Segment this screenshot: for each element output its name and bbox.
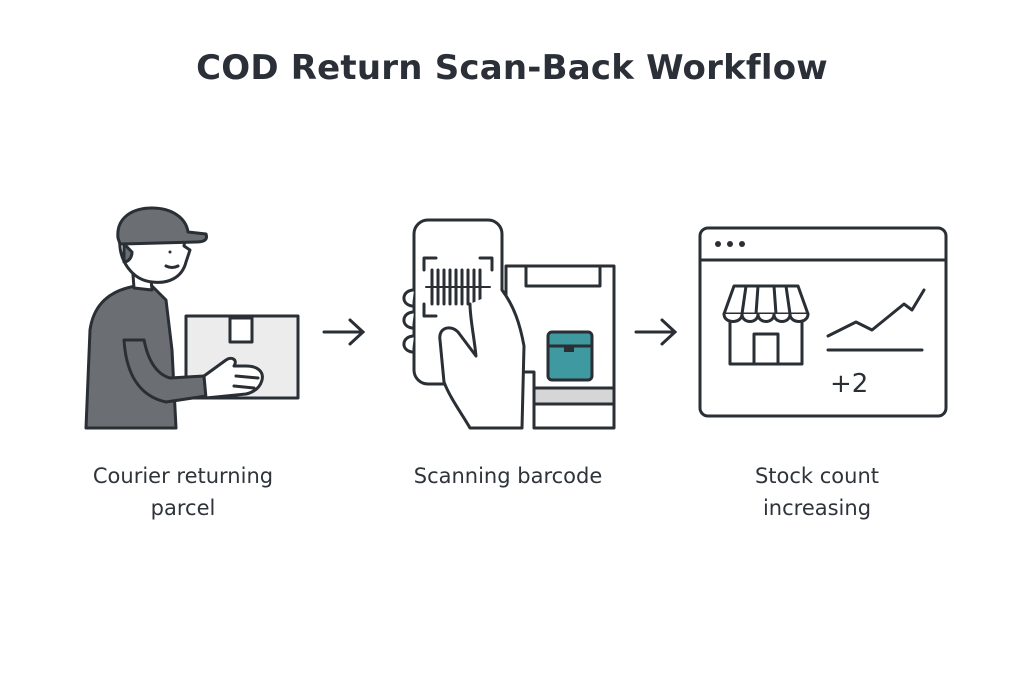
step-1-caption-line-1: Courier returning: [92, 464, 274, 488]
barcode-scanner-icon: [402, 218, 616, 430]
arrow-right-icon: [634, 318, 678, 346]
browser-window-icon: [698, 226, 948, 418]
step-3-caption: Stock count increasing: [712, 460, 922, 524]
step-1-caption: Courier returning parcel: [68, 460, 298, 524]
step-2-caption-line-1: Scanning barcode: [413, 464, 603, 488]
step-3-caption-line-1: Stock count: [754, 464, 880, 488]
step-1-caption-line-2: parcel: [150, 496, 216, 520]
storefront-icon: [722, 284, 810, 366]
page-title: COD Return Scan-Back Workflow: [196, 48, 828, 88]
step-3-caption-line-2: increasing: [762, 496, 872, 520]
trend-up-chart-icon: [826, 288, 926, 352]
step-2-caption: Scanning barcode: [388, 460, 628, 492]
stock-increase-badge: +2: [830, 369, 868, 399]
arrow-right-icon: [322, 318, 366, 346]
courier-icon: [84, 206, 300, 430]
